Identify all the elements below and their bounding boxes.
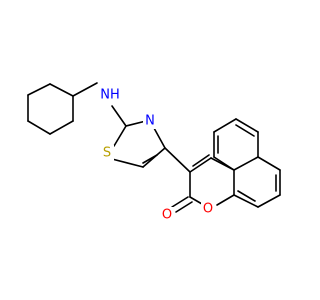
thiazole-nitrogen-label: N [145, 114, 155, 129]
bond [153, 127, 166, 149]
bond [213, 118, 237, 133]
bond [49, 120, 74, 135]
bond [235, 118, 259, 133]
bond [213, 156, 235, 171]
bond [233, 156, 259, 171]
bond-lines [27, 82, 281, 213]
carbonyl-oxygen-label: O [162, 208, 172, 223]
ring-oxygen-label: O [203, 202, 213, 217]
bond [237, 190, 256, 202]
thiazole-sulfur-label: S [103, 146, 111, 161]
bond [233, 194, 259, 208]
bond [175, 201, 193, 213]
bond [113, 125, 127, 147]
bond [189, 157, 212, 173]
bond [257, 156, 281, 171]
bond [111, 105, 127, 127]
bond [164, 147, 191, 173]
bond [27, 83, 51, 96]
atom-labels: NH N S O O [98, 86, 215, 223]
bond [216, 194, 235, 206]
bond [257, 194, 281, 208]
structure-canvas: NH N S O O [27, 82, 281, 223]
bond [192, 154, 210, 167]
bond [27, 120, 51, 135]
bond [171, 196, 189, 208]
bond [49, 83, 74, 97]
bond [72, 82, 98, 97]
bond [125, 120, 147, 127]
bond [189, 196, 203, 205]
amine-label: NH [100, 88, 120, 103]
bond [111, 158, 144, 168]
bond [142, 147, 166, 168]
chemical-structure: NH N S O O [27, 82, 281, 223]
bond [235, 124, 255, 137]
